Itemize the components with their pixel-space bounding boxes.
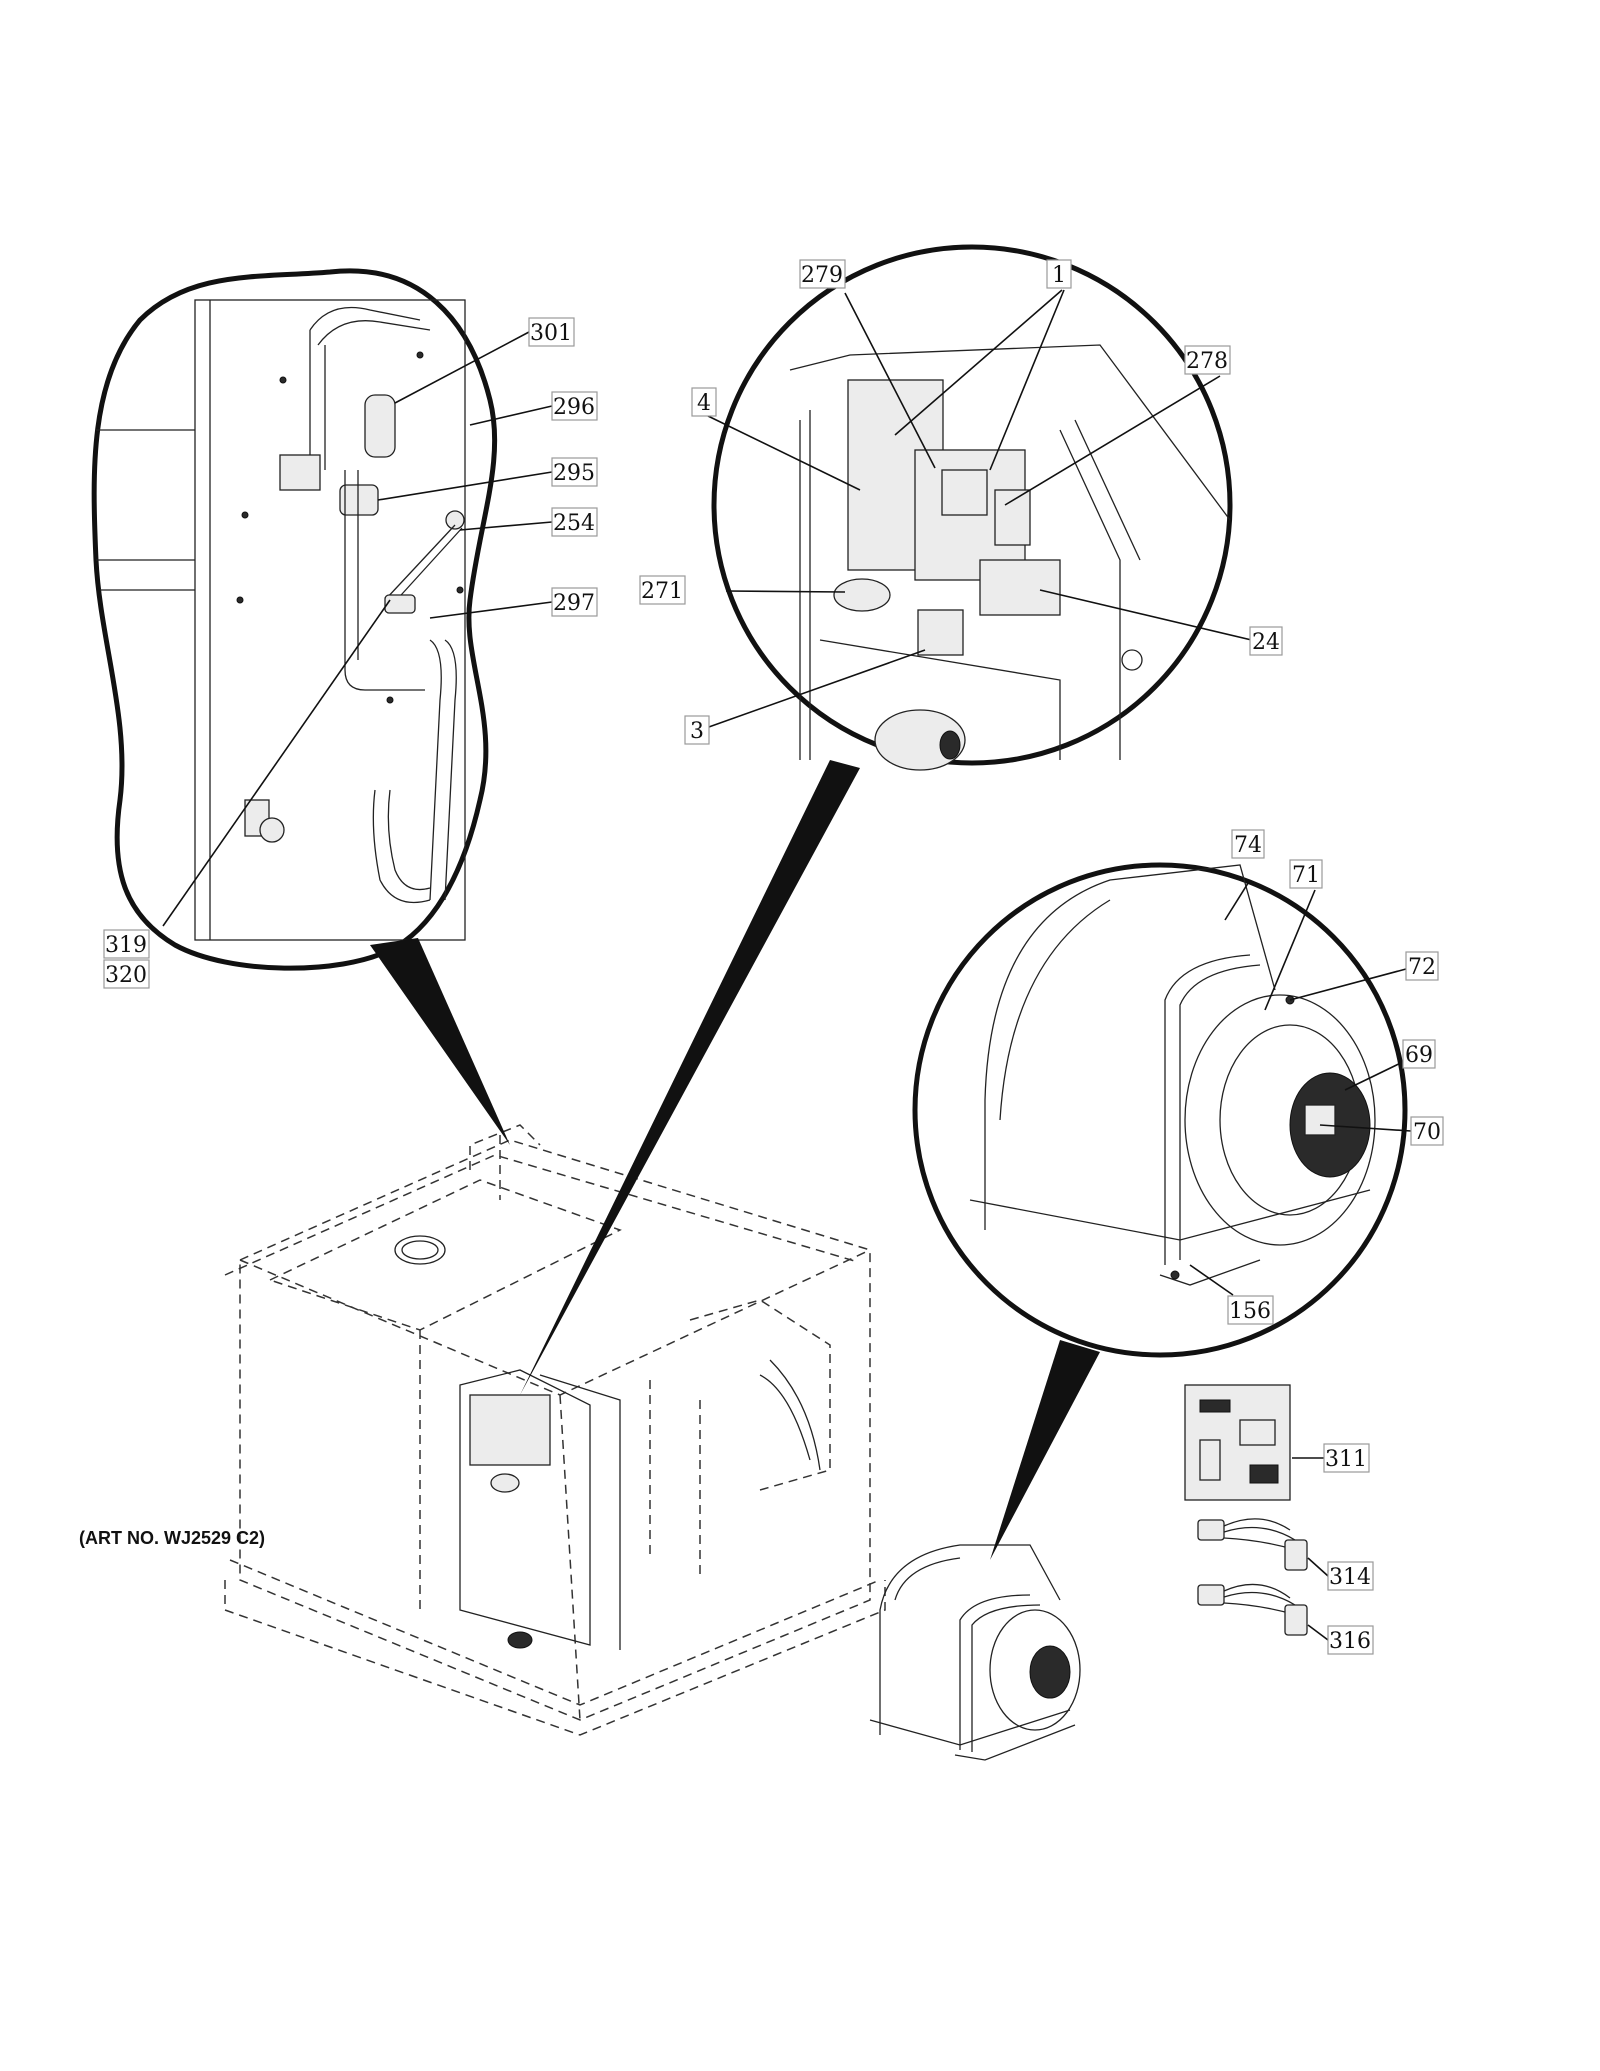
callout-301: 301 (530, 321, 572, 346)
callout-labels: 301 296 295 254 297 319 320 279 1 278 4 … (103, 259, 1444, 1655)
callout-1: 1 (1052, 263, 1066, 288)
wire-harness-314 (1197, 1518, 1308, 1571)
leader-lines (162, 289, 1412, 1641)
callout-320: 320 (105, 963, 147, 988)
piping-detail-view (91, 268, 498, 971)
callout-74: 74 (1234, 833, 1262, 858)
callout-3: 3 (690, 719, 704, 744)
callout-254: 254 (553, 511, 595, 536)
wire-harness-316 (1197, 1583, 1308, 1636)
control-box-detail-view (711, 244, 1233, 771)
blower-detail-view (912, 862, 1408, 1358)
piping-detail-contents (96, 299, 466, 941)
callout-296: 296 (553, 395, 595, 420)
callout-24: 24 (1252, 630, 1280, 655)
callout-319: 319 (105, 933, 147, 958)
callout-4: 4 (697, 391, 711, 416)
blower-detail-contents (969, 864, 1376, 1286)
callout-314: 314 (1329, 1565, 1371, 1590)
main-unit-assembly (224, 1124, 886, 1736)
callout-69: 69 (1405, 1043, 1433, 1068)
control-box-contents (789, 344, 1231, 771)
callout-156: 156 (1229, 1299, 1271, 1324)
art-number: (ART NO. WJ2529 C2) (79, 1528, 266, 1548)
callout-311: 311 (1325, 1447, 1367, 1472)
callout-271: 271 (641, 579, 683, 604)
callout-278: 278 (1186, 349, 1228, 374)
callout-72: 72 (1408, 955, 1436, 980)
blower-assembly (869, 1544, 1081, 1761)
pointer-piping-to-unit (370, 938, 510, 1145)
pointer-blower-to-blower (990, 1340, 1100, 1560)
pointer-controlbox-to-unit (520, 760, 860, 1395)
callout-297: 297 (553, 591, 595, 616)
callout-70: 70 (1413, 1120, 1441, 1145)
callout-295: 295 (553, 461, 595, 486)
callout-316: 316 (1329, 1629, 1371, 1654)
callout-71: 71 (1292, 863, 1320, 888)
callout-279: 279 (801, 263, 843, 288)
control-board-311 (1184, 1384, 1291, 1501)
